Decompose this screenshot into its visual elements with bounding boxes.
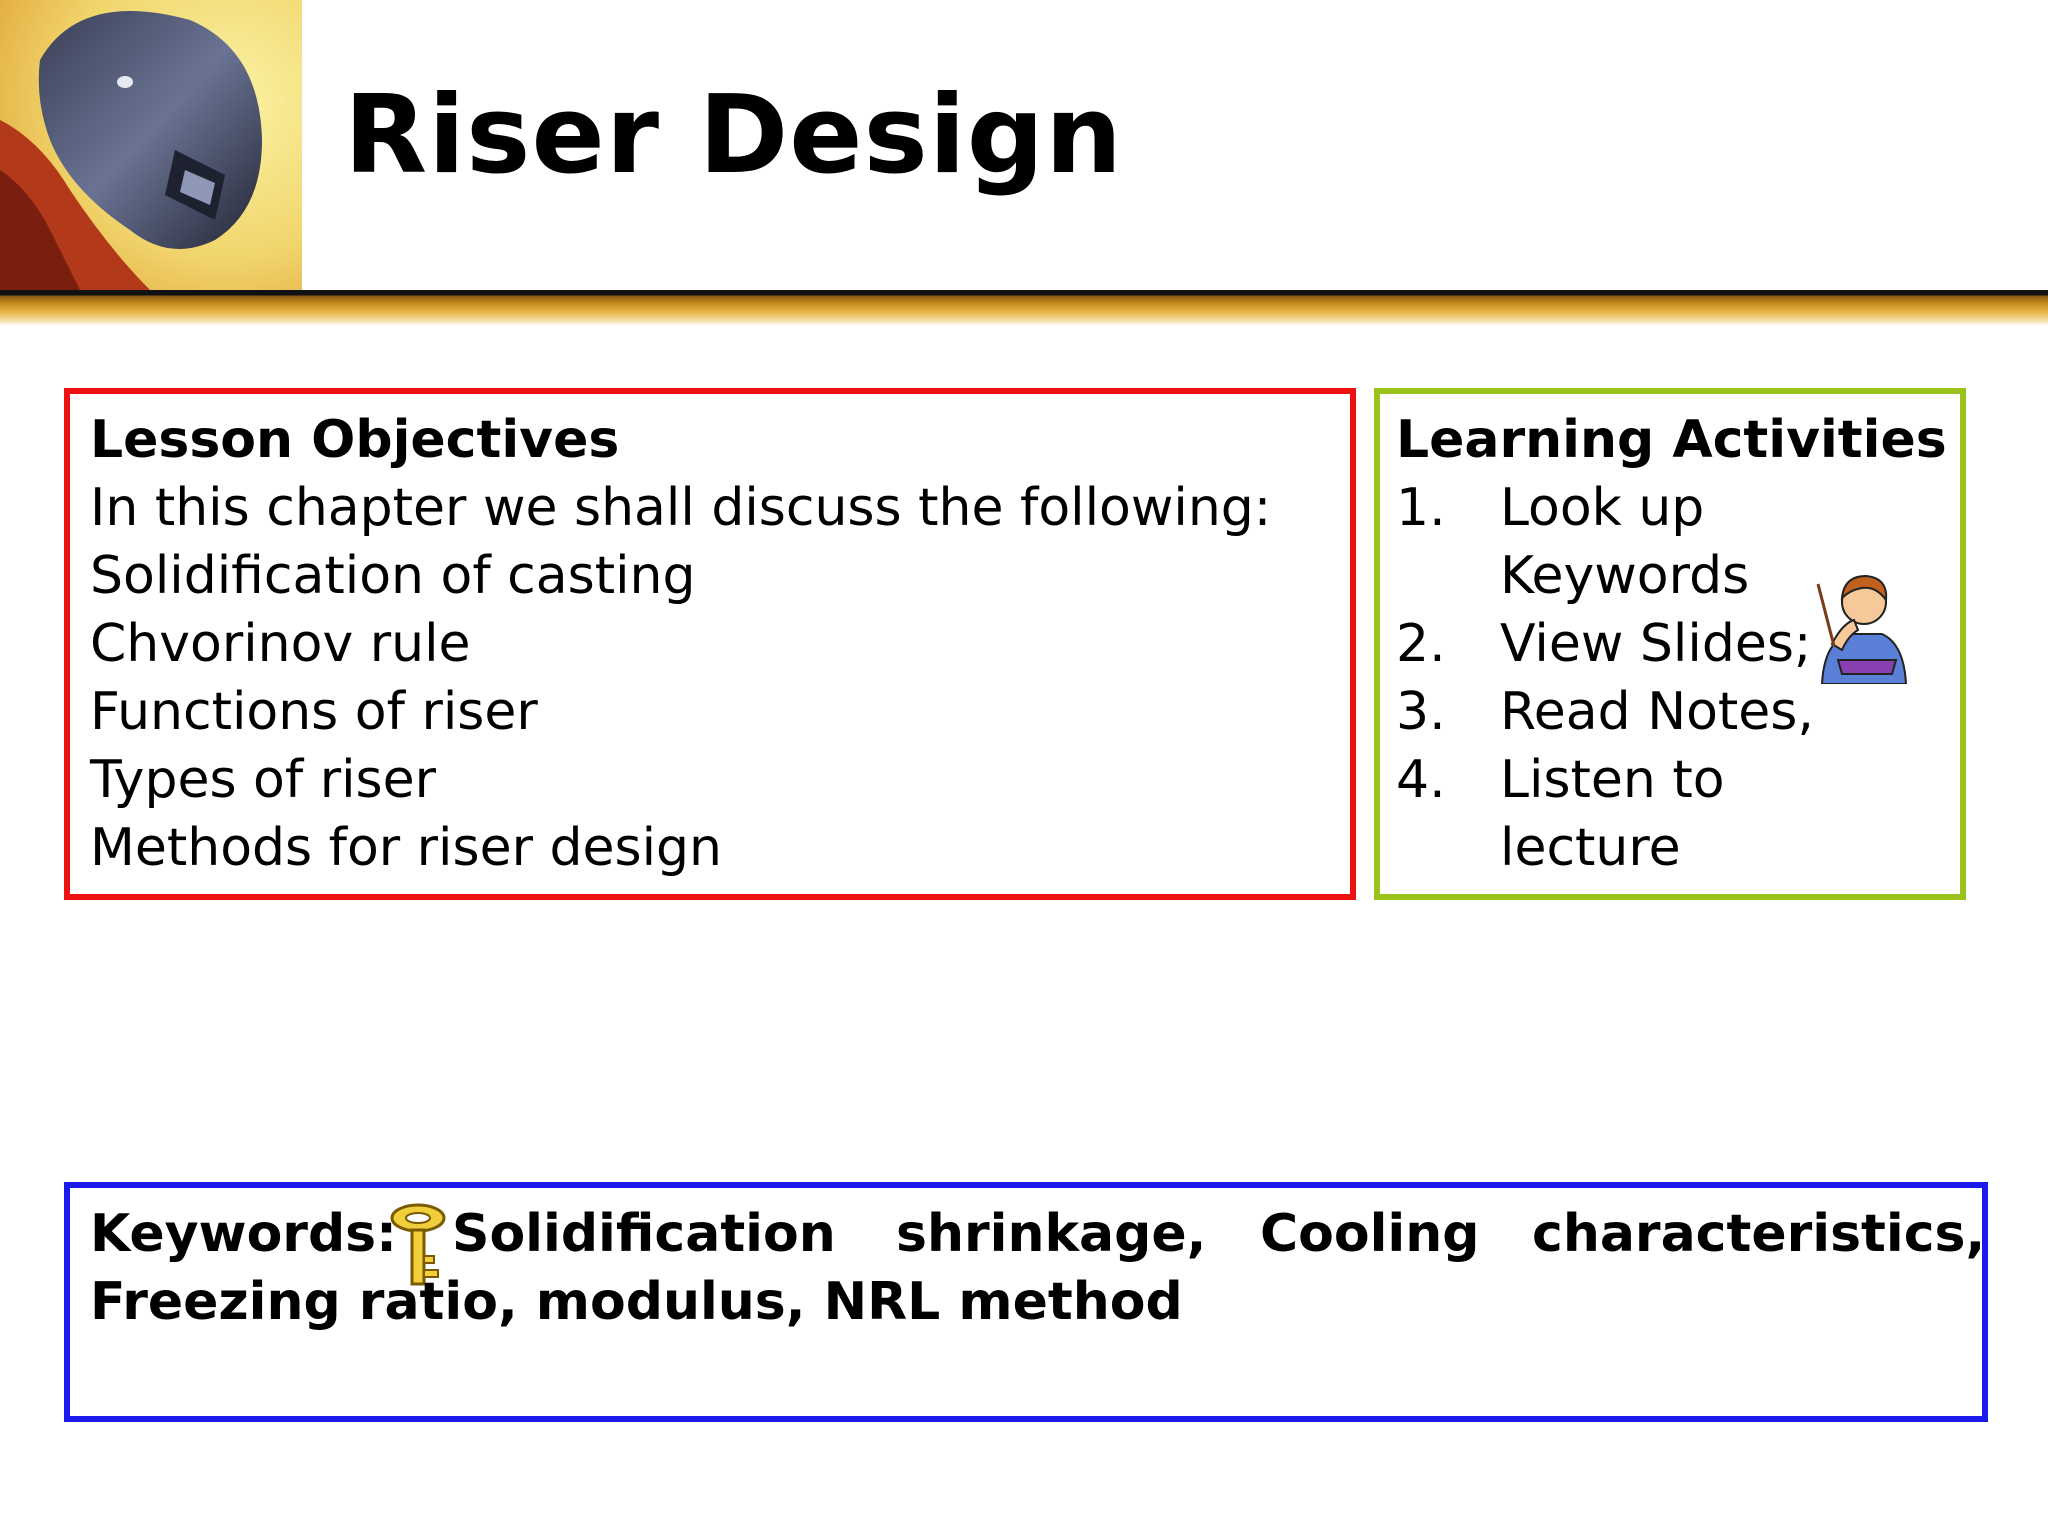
keywords-line-2: Freezing ratio, modulus, NRL method — [90, 1272, 1183, 1332]
key-icon — [386, 1202, 450, 1292]
keywords-box: Keywords: Solidification shrinkage, Cool… — [64, 1182, 1988, 1422]
objective-item: Solidification of casting — [90, 546, 696, 606]
objective-item: Types of riser — [90, 750, 436, 810]
lesson-objectives-intro: In this chapter we shall discuss the fol… — [90, 478, 1272, 538]
lesson-objectives-heading: Lesson Objectives — [90, 410, 620, 470]
learning-activities-heading: Learning Activities — [1396, 410, 1947, 470]
slide-header: Riser Design — [0, 0, 2048, 330]
slide-title: Riser Design — [344, 73, 1123, 198]
keyword-term: shrinkage, — [896, 1204, 1207, 1264]
objective-item: Methods for riser design — [90, 818, 722, 878]
activity-text: Keywords — [1500, 546, 1750, 606]
activity-text: Listen to — [1500, 750, 1725, 810]
activity-number: 3. — [1396, 682, 1446, 742]
activity-number: 2. — [1396, 614, 1446, 674]
activity-text: lecture — [1500, 818, 1681, 878]
activity-number: 4. — [1396, 750, 1446, 810]
activity-text: View Slides; — [1500, 614, 1812, 674]
objective-item: Chvorinov rule — [90, 614, 471, 674]
keyword-term: Solidification — [452, 1204, 836, 1264]
keyword-term: characteristics, — [1532, 1204, 1986, 1264]
welder-helmet-photo — [0, 0, 302, 290]
activity-number: 1. — [1396, 478, 1446, 538]
student-thinking-icon — [1812, 564, 1912, 688]
keywords-label: Keywords: — [90, 1204, 397, 1264]
objective-item: Functions of riser — [90, 682, 538, 742]
lesson-objectives-box: Lesson Objectives In this chapter we sha… — [64, 388, 1356, 900]
title-divider — [0, 290, 2048, 326]
keyword-term: Cooling — [1260, 1204, 1480, 1264]
activity-text: Read Notes, — [1500, 682, 1814, 742]
learning-activities-box: Learning Activities 1. Look up Keywords … — [1374, 388, 1966, 900]
activity-text: Look up — [1500, 478, 1705, 538]
